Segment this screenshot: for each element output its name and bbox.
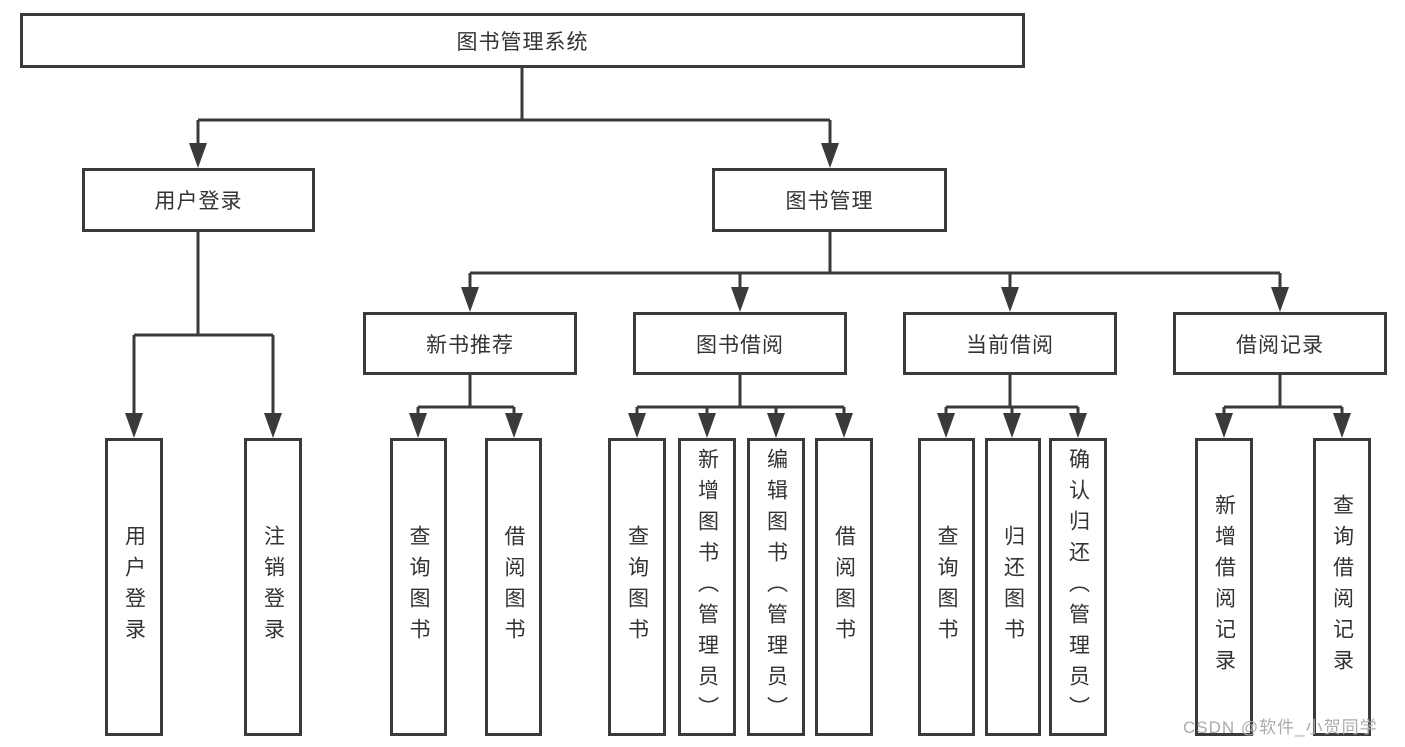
root-node-library-system: 图书管理系统 [20, 13, 1025, 68]
leaf-node-edit-books-admin: 编辑图书（管理员） [747, 438, 805, 736]
arrowheads [125, 143, 1351, 438]
module-node-book-borrow: 图书借阅 [633, 312, 847, 375]
leaf-node-user-login: 用户登录 [105, 438, 163, 736]
leaf-node-borrow-books-1: 借阅图书 [485, 438, 542, 736]
leaf-node-query-books-3: 查询图书 [918, 438, 975, 736]
module-node-new-book-recommend: 新书推荐 [363, 312, 577, 375]
leaf-node-query-books-2: 查询图书 [608, 438, 666, 736]
leaf-node-add-borrow-record: 新增借阅记录 [1195, 438, 1253, 736]
leaf-node-borrow-books-2: 借阅图书 [815, 438, 873, 736]
branch-node-user-login: 用户登录 [82, 168, 315, 232]
branch-node-book-management: 图书管理 [712, 168, 947, 232]
leaf-node-logout: 注销登录 [244, 438, 302, 736]
leaf-node-add-books-admin: 新增图书（管理员） [678, 438, 736, 736]
leaf-node-query-books-1: 查询图书 [390, 438, 447, 736]
module-node-current-borrow: 当前借阅 [903, 312, 1117, 375]
leaf-node-query-borrow-record: 查询借阅记录 [1313, 438, 1371, 736]
leaf-node-confirm-return-admin: 确认归还（管理员） [1049, 438, 1107, 736]
module-node-borrow-record: 借阅记录 [1173, 312, 1387, 375]
watermark: CSDN @软件_小贺同学 [1183, 718, 1378, 737]
leaf-node-return-books: 归还图书 [985, 438, 1041, 736]
connector-strokes [132, 68, 1344, 416]
